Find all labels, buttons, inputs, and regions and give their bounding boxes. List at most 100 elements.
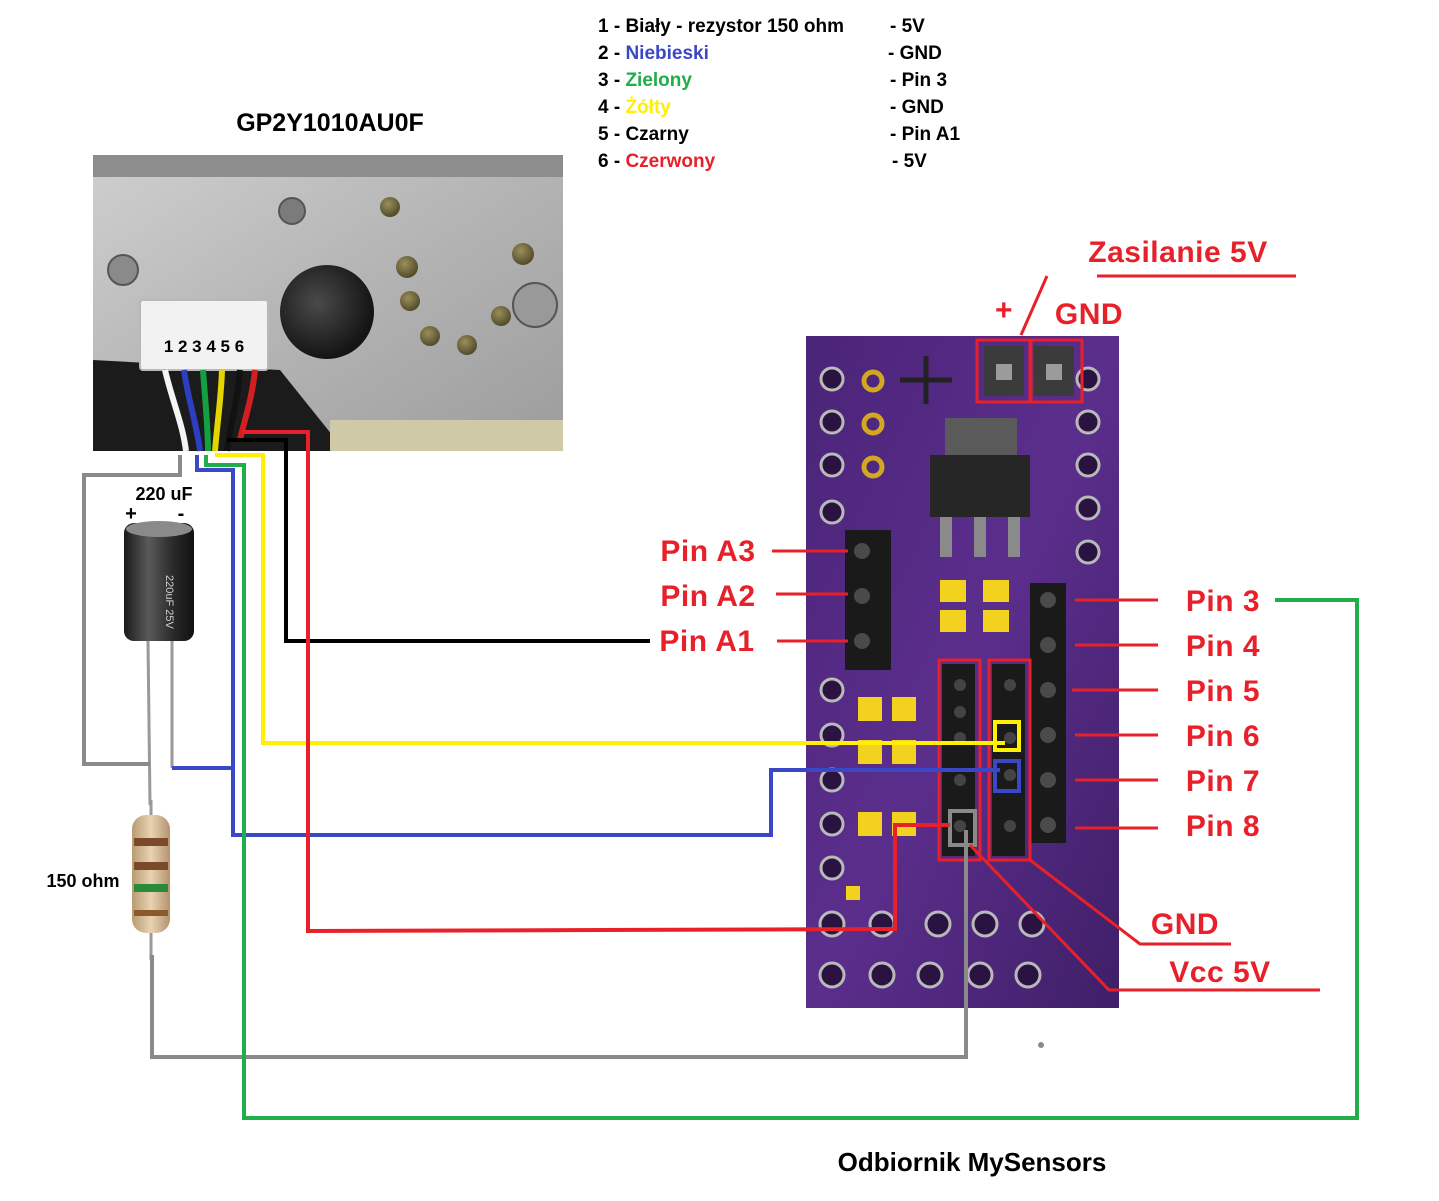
legend-name: Czerwony (625, 151, 715, 172)
board-title: Odbiornik MySensors (838, 1147, 1107, 1177)
legend-target: - Pin 3 (890, 70, 947, 91)
power-gnd-label: GND (1055, 298, 1123, 331)
pin-label-a3: Pin A3 (660, 535, 755, 568)
power-labels: Zasilanie 5V + GND (995, 236, 1267, 331)
right-header (1030, 583, 1066, 843)
legend-target: - Pin A1 (890, 124, 960, 145)
wire-red (242, 430, 950, 934)
legend-target: - 5V (890, 16, 925, 37)
pin-label-4: Pin 4 (1186, 630, 1260, 663)
dot-icon (512, 243, 534, 265)
connector-numbers: 1 2 3 4 5 6 (164, 337, 244, 356)
highlight-boxes (937, 338, 1084, 862)
hole-icon (280, 265, 374, 359)
resistor-value: 150 ohm (46, 871, 119, 891)
legend-num: 3 - (598, 70, 625, 91)
legend-name: Niebieski (625, 43, 708, 64)
voltage-regulator (930, 418, 1030, 557)
vcc-header-box (987, 658, 1032, 862)
legend-target: - GND (890, 97, 944, 118)
capacitor-body (124, 523, 194, 641)
wires (82, 430, 1359, 1120)
dot-icon (400, 291, 420, 311)
legend-row-6: 6 - Czerwony (598, 151, 716, 172)
gnd-label: GND (1151, 908, 1219, 941)
bottom-labels: GND Vcc 5V (1151, 908, 1270, 989)
pin-label-3: Pin 3 (1186, 585, 1260, 618)
legend-row-2: 2 - Niebieski (598, 43, 709, 64)
sensor-connector (139, 299, 269, 371)
pin-label-7: Pin 7 (1186, 765, 1260, 798)
leader-lines (772, 274, 1320, 992)
screw-icon (107, 254, 139, 286)
legend-row-3: 3 - Zielony (598, 70, 692, 91)
legend-num: 2 - (598, 43, 625, 64)
legend-target: - 5V (892, 151, 927, 172)
power-gnd-box (1028, 338, 1084, 404)
sensor-top-edge (93, 155, 563, 177)
dot-icon (420, 326, 440, 346)
gnd-header-box (937, 658, 982, 862)
mysensors-board (806, 336, 1119, 1008)
wire-legend: 1 - Biały - rezystor 150 ohm - 5V 2 - Ni… (598, 16, 960, 172)
pin-label-a2: Pin A2 (660, 580, 755, 613)
capacitor-value: 220 uF (135, 484, 192, 504)
legend-name: Czarny (625, 124, 689, 145)
yellow-pin-box (993, 720, 1021, 752)
wire-blue-gnd (231, 768, 1000, 837)
sensor-bottom-strip (330, 420, 563, 451)
pin-label-a1: Pin A1 (659, 625, 754, 658)
blue-pin-box (993, 759, 1021, 793)
capacitor-top (126, 521, 192, 537)
gray-pin-box (948, 809, 977, 847)
legend-row-1: 1 - Biały - rezystor 150 ohm (598, 16, 844, 37)
power-plus-label: + (995, 294, 1013, 327)
legend-row-4: 4 - Żółty (598, 97, 671, 118)
connector-pigtail (162, 369, 258, 452)
power-header (984, 346, 1074, 396)
legend-row-5: 5 - Czarny (598, 124, 689, 145)
resistor-band (134, 862, 168, 870)
left-pin-labels: Pin A3 Pin A2 Pin A1 (659, 535, 755, 658)
legend-name: Zielony (625, 70, 692, 91)
pin-label-5: Pin 5 (1186, 675, 1260, 708)
capacitor-plus: + (125, 503, 137, 525)
stray-dot (1038, 1042, 1044, 1048)
left-header (845, 530, 891, 670)
wire-yellow (215, 453, 1005, 745)
capacitor: 220 uF + - 220uF 25V (124, 484, 194, 806)
resistor: 150 ohm (46, 800, 170, 960)
dot-icon (380, 197, 400, 217)
legend-name: Biały - rezystor 150 ohm (625, 16, 844, 37)
dot-icon (457, 335, 477, 355)
legend-num: 4 - (598, 97, 625, 118)
capacitor-leg (146, 640, 152, 806)
capacitor-minus: - (178, 503, 185, 525)
sensor-title: GP2Y1010AU0F (236, 109, 424, 137)
legend-name: Żółty (625, 97, 671, 118)
wire-green (204, 455, 1359, 1120)
dot-icon (491, 306, 511, 326)
legend-num: 6 - (598, 151, 625, 172)
wire-blue (172, 455, 235, 770)
pin-label-6: Pin 6 (1186, 720, 1260, 753)
pin-label-8: Pin 8 (1186, 810, 1260, 843)
legend-num: 1 - (598, 16, 625, 37)
right-pin-labels: Pin 3 Pin 4 Pin 5 Pin 6 Pin 7 Pin 8 (1186, 585, 1260, 843)
gold-pads (861, 369, 885, 479)
power-title: Zasilanie 5V (1088, 236, 1267, 269)
vcc-label: Vcc 5V (1169, 956, 1270, 989)
legend-target: - GND (888, 43, 942, 64)
wire-black (227, 438, 650, 643)
capacitor-marking: 220uF 25V (163, 575, 175, 629)
wire-gray (82, 455, 182, 766)
screw-icon (512, 282, 558, 328)
cross-mark-icon (900, 356, 952, 404)
resistor-band (134, 838, 168, 846)
dot-icon (396, 256, 418, 278)
sensor-module: 1 2 3 4 5 6 (93, 155, 563, 452)
screw-icon (278, 197, 306, 225)
resistor-band (134, 910, 168, 916)
resistor-band (134, 884, 168, 892)
